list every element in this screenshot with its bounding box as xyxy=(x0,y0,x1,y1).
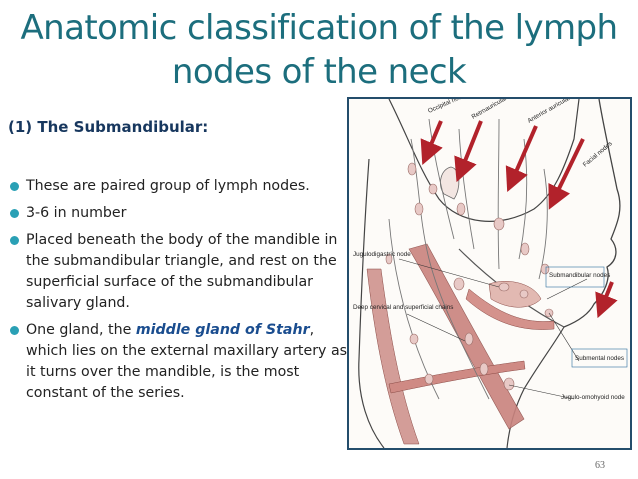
bullet-dot-icon xyxy=(10,209,19,218)
node xyxy=(424,373,434,385)
bullet-list: These are paired group of lymph nodes. 3… xyxy=(10,176,355,410)
arrow-anterior-auricular xyxy=(505,125,538,192)
node xyxy=(428,183,438,195)
bullet-text-suffix: , which lies on the external maxillary a… xyxy=(26,322,348,401)
arrow-facial xyxy=(548,138,585,210)
node xyxy=(409,333,419,345)
bullet-dot-icon xyxy=(10,236,19,245)
page-number: 63 xyxy=(595,460,605,471)
bullet-item: These are paired group of lymph nodes. xyxy=(10,176,355,197)
bullet-dot-icon xyxy=(10,182,19,191)
arrow-retroauricular xyxy=(454,120,483,183)
trapezius-muscle xyxy=(366,268,420,445)
neck-front xyxy=(506,326,565,448)
bullet-item: Placed beneath the body of the mandible … xyxy=(10,230,355,314)
node xyxy=(498,282,510,292)
node xyxy=(520,242,530,256)
bullet-item: One gland, the middle gland of Stahr, wh… xyxy=(10,320,355,404)
label-submental: Submental nodes xyxy=(575,355,624,362)
node xyxy=(540,263,550,275)
head-outline xyxy=(388,99,580,222)
neck-back xyxy=(358,158,385,448)
node xyxy=(414,202,424,216)
bullet-text: These are paired group of lymph nodes. xyxy=(26,178,310,194)
label-facial: Facial nodes xyxy=(582,140,614,168)
label-deep-cervical: Deep cervical and superficial chains xyxy=(353,304,453,311)
face-profile xyxy=(563,99,621,328)
submandibular-gland xyxy=(488,281,542,308)
node xyxy=(503,377,515,391)
node xyxy=(519,289,529,299)
bullet-item: 3-6 in number xyxy=(10,203,355,224)
bullet-text: 3-6 in number xyxy=(26,205,127,221)
slide-title-line-2: nodes of the neck xyxy=(171,52,467,92)
arrow-submental xyxy=(595,281,618,319)
bullet-text-prefix: One gland, the xyxy=(26,322,136,338)
node xyxy=(453,277,465,291)
arrow-occipital xyxy=(420,120,443,166)
slide-title: Anatomic classification of the lymph nod… xyxy=(10,6,628,94)
label-jugulo-omohyoid: Jugulo-omohyoid node xyxy=(561,394,625,401)
lymph-node-illustration: Occipital nodes Retroauricular nodes Ant… xyxy=(347,97,632,450)
label-submandibular: Submandibular nodes xyxy=(549,272,610,279)
neck-diagram: Occipital nodes Retroauricular nodes Ant… xyxy=(353,99,628,448)
node xyxy=(493,217,505,231)
node xyxy=(464,332,474,346)
node xyxy=(407,162,417,176)
label-jugulodigastric: Jugulodigastric node xyxy=(353,251,411,258)
node xyxy=(479,362,489,376)
bullet-dot-icon xyxy=(10,326,19,335)
bullet-text: Placed beneath the body of the mandible … xyxy=(26,232,338,311)
node xyxy=(385,253,393,265)
section-heading: (1) The Submandibular: xyxy=(8,118,209,136)
label-occipital: Occipital nodes xyxy=(427,99,469,115)
node xyxy=(456,202,466,216)
omohyoid-muscle xyxy=(388,360,526,394)
digastric-muscle xyxy=(465,288,555,330)
bullet-emphasis: middle gland of Stahr xyxy=(135,322,310,338)
slide-title-line-1: Anatomic classification of the lymph xyxy=(20,8,619,48)
label-retroauricular: Retroauricular nodes xyxy=(471,99,525,121)
